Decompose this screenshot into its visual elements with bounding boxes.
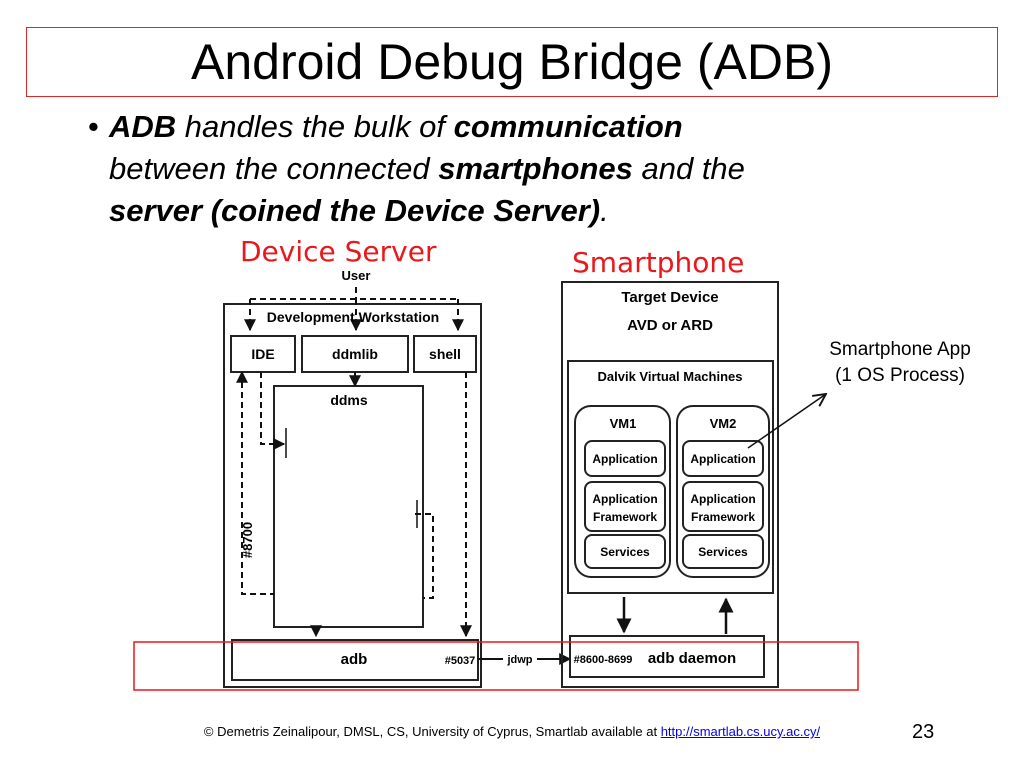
slide-title: Android Debug Bridge (ADB) bbox=[191, 34, 833, 90]
ddms-box bbox=[273, 385, 424, 628]
vm1-application-text: Application bbox=[592, 452, 657, 466]
ddms-text: ddms bbox=[330, 392, 368, 408]
vm1-box bbox=[574, 405, 671, 578]
vm2-services-text: Services bbox=[698, 545, 748, 559]
device-server-box bbox=[223, 303, 482, 688]
footer-text: © Demetris Zeinalipour, DMSL, CS, Univer… bbox=[203, 724, 661, 739]
page-number: 23 bbox=[912, 721, 935, 743]
vm1-application-box bbox=[584, 440, 666, 477]
user-dashed-connectors bbox=[244, 287, 464, 332]
bullet-adb: ADB bbox=[109, 109, 177, 144]
smartphone-box bbox=[561, 281, 779, 688]
bullet-text-part: and the bbox=[632, 151, 745, 186]
vm1-text: VM1 bbox=[610, 416, 637, 431]
shell-box bbox=[413, 335, 477, 373]
annotation-line-1: Smartphone App bbox=[829, 339, 971, 360]
bullet-text-part: between the connected bbox=[109, 151, 439, 186]
title-frame bbox=[26, 27, 998, 97]
vm2-framework-text-2: Framework bbox=[691, 510, 755, 524]
target-device-text-1: Target Device bbox=[621, 289, 718, 306]
bullet-text: ADB handles the bulk of communication be… bbox=[109, 106, 968, 232]
smartphone-label: Smartphone bbox=[572, 246, 745, 279]
smartphone-app-annotation: Smartphone App (1 OS Process) bbox=[800, 337, 1000, 389]
vm2-services-box bbox=[682, 534, 764, 569]
bullet-communication: communication bbox=[453, 109, 683, 144]
ddmlib-box bbox=[301, 335, 409, 373]
dalvik-box bbox=[567, 360, 774, 594]
adb-daemon-box bbox=[569, 635, 765, 678]
bullet-text-part: . bbox=[600, 193, 609, 228]
dev-workstation-text: Development Workstation bbox=[267, 309, 439, 325]
ide-box bbox=[230, 335, 296, 373]
annotation-arrow bbox=[747, 394, 826, 449]
annotation-line-2: (1 OS Process) bbox=[835, 365, 965, 386]
target-device-text-2: AVD or ARD bbox=[627, 317, 713, 334]
adb-daemon-text: adb daemon bbox=[648, 650, 736, 667]
vm1-framework-text-1: Application bbox=[592, 492, 657, 506]
vm1-framework-text-2: Framework bbox=[593, 510, 657, 524]
port-5037-text: #5037 bbox=[445, 655, 476, 667]
bullet-server: server (coined the Device Server) bbox=[109, 193, 601, 228]
jdwp-label-bg bbox=[503, 652, 537, 666]
bullet-text-part: handles the bulk of bbox=[176, 109, 454, 144]
adb-box bbox=[231, 639, 479, 681]
bullet-smartphones: smartphones bbox=[438, 151, 633, 186]
vm2-application-box bbox=[682, 440, 764, 477]
vm2-application-text: Application bbox=[690, 452, 755, 466]
jdwp-text: jdwp bbox=[506, 654, 532, 666]
bullet-point: • ADB handles the bulk of communication … bbox=[88, 106, 968, 232]
footer: © Demetris Zeinalipour, DMSL, CS, Univer… bbox=[0, 722, 1024, 742]
vm2-text: VM2 bbox=[710, 416, 737, 431]
vm2-framework-text-1: Application bbox=[690, 492, 755, 506]
shell-text: shell bbox=[429, 346, 461, 362]
device-server-label: Device Server bbox=[240, 235, 437, 268]
user-text: User bbox=[342, 268, 371, 283]
port-range-text: #8600-8699 bbox=[574, 654, 633, 666]
bullet-marker: • bbox=[88, 109, 99, 144]
vm2-framework-box bbox=[682, 481, 764, 532]
vm1-services-box bbox=[584, 534, 666, 569]
vm1-services-text: Services bbox=[600, 545, 650, 559]
internal-dashed-arrows bbox=[236, 370, 472, 638]
footer-link[interactable]: http://smartlab.cs.ucy.ac.cy/ bbox=[660, 724, 821, 739]
vm2-box bbox=[676, 405, 770, 578]
vm1-framework-box bbox=[584, 481, 666, 532]
ide-text: IDE bbox=[251, 346, 274, 362]
port-8700-text: #8700 bbox=[240, 522, 255, 558]
dalvik-text: Dalvik Virtual Machines bbox=[598, 369, 743, 384]
adb-highlight-frame bbox=[133, 641, 859, 691]
ddmlib-text: ddmlib bbox=[332, 346, 378, 362]
adb-text: adb bbox=[341, 651, 368, 668]
